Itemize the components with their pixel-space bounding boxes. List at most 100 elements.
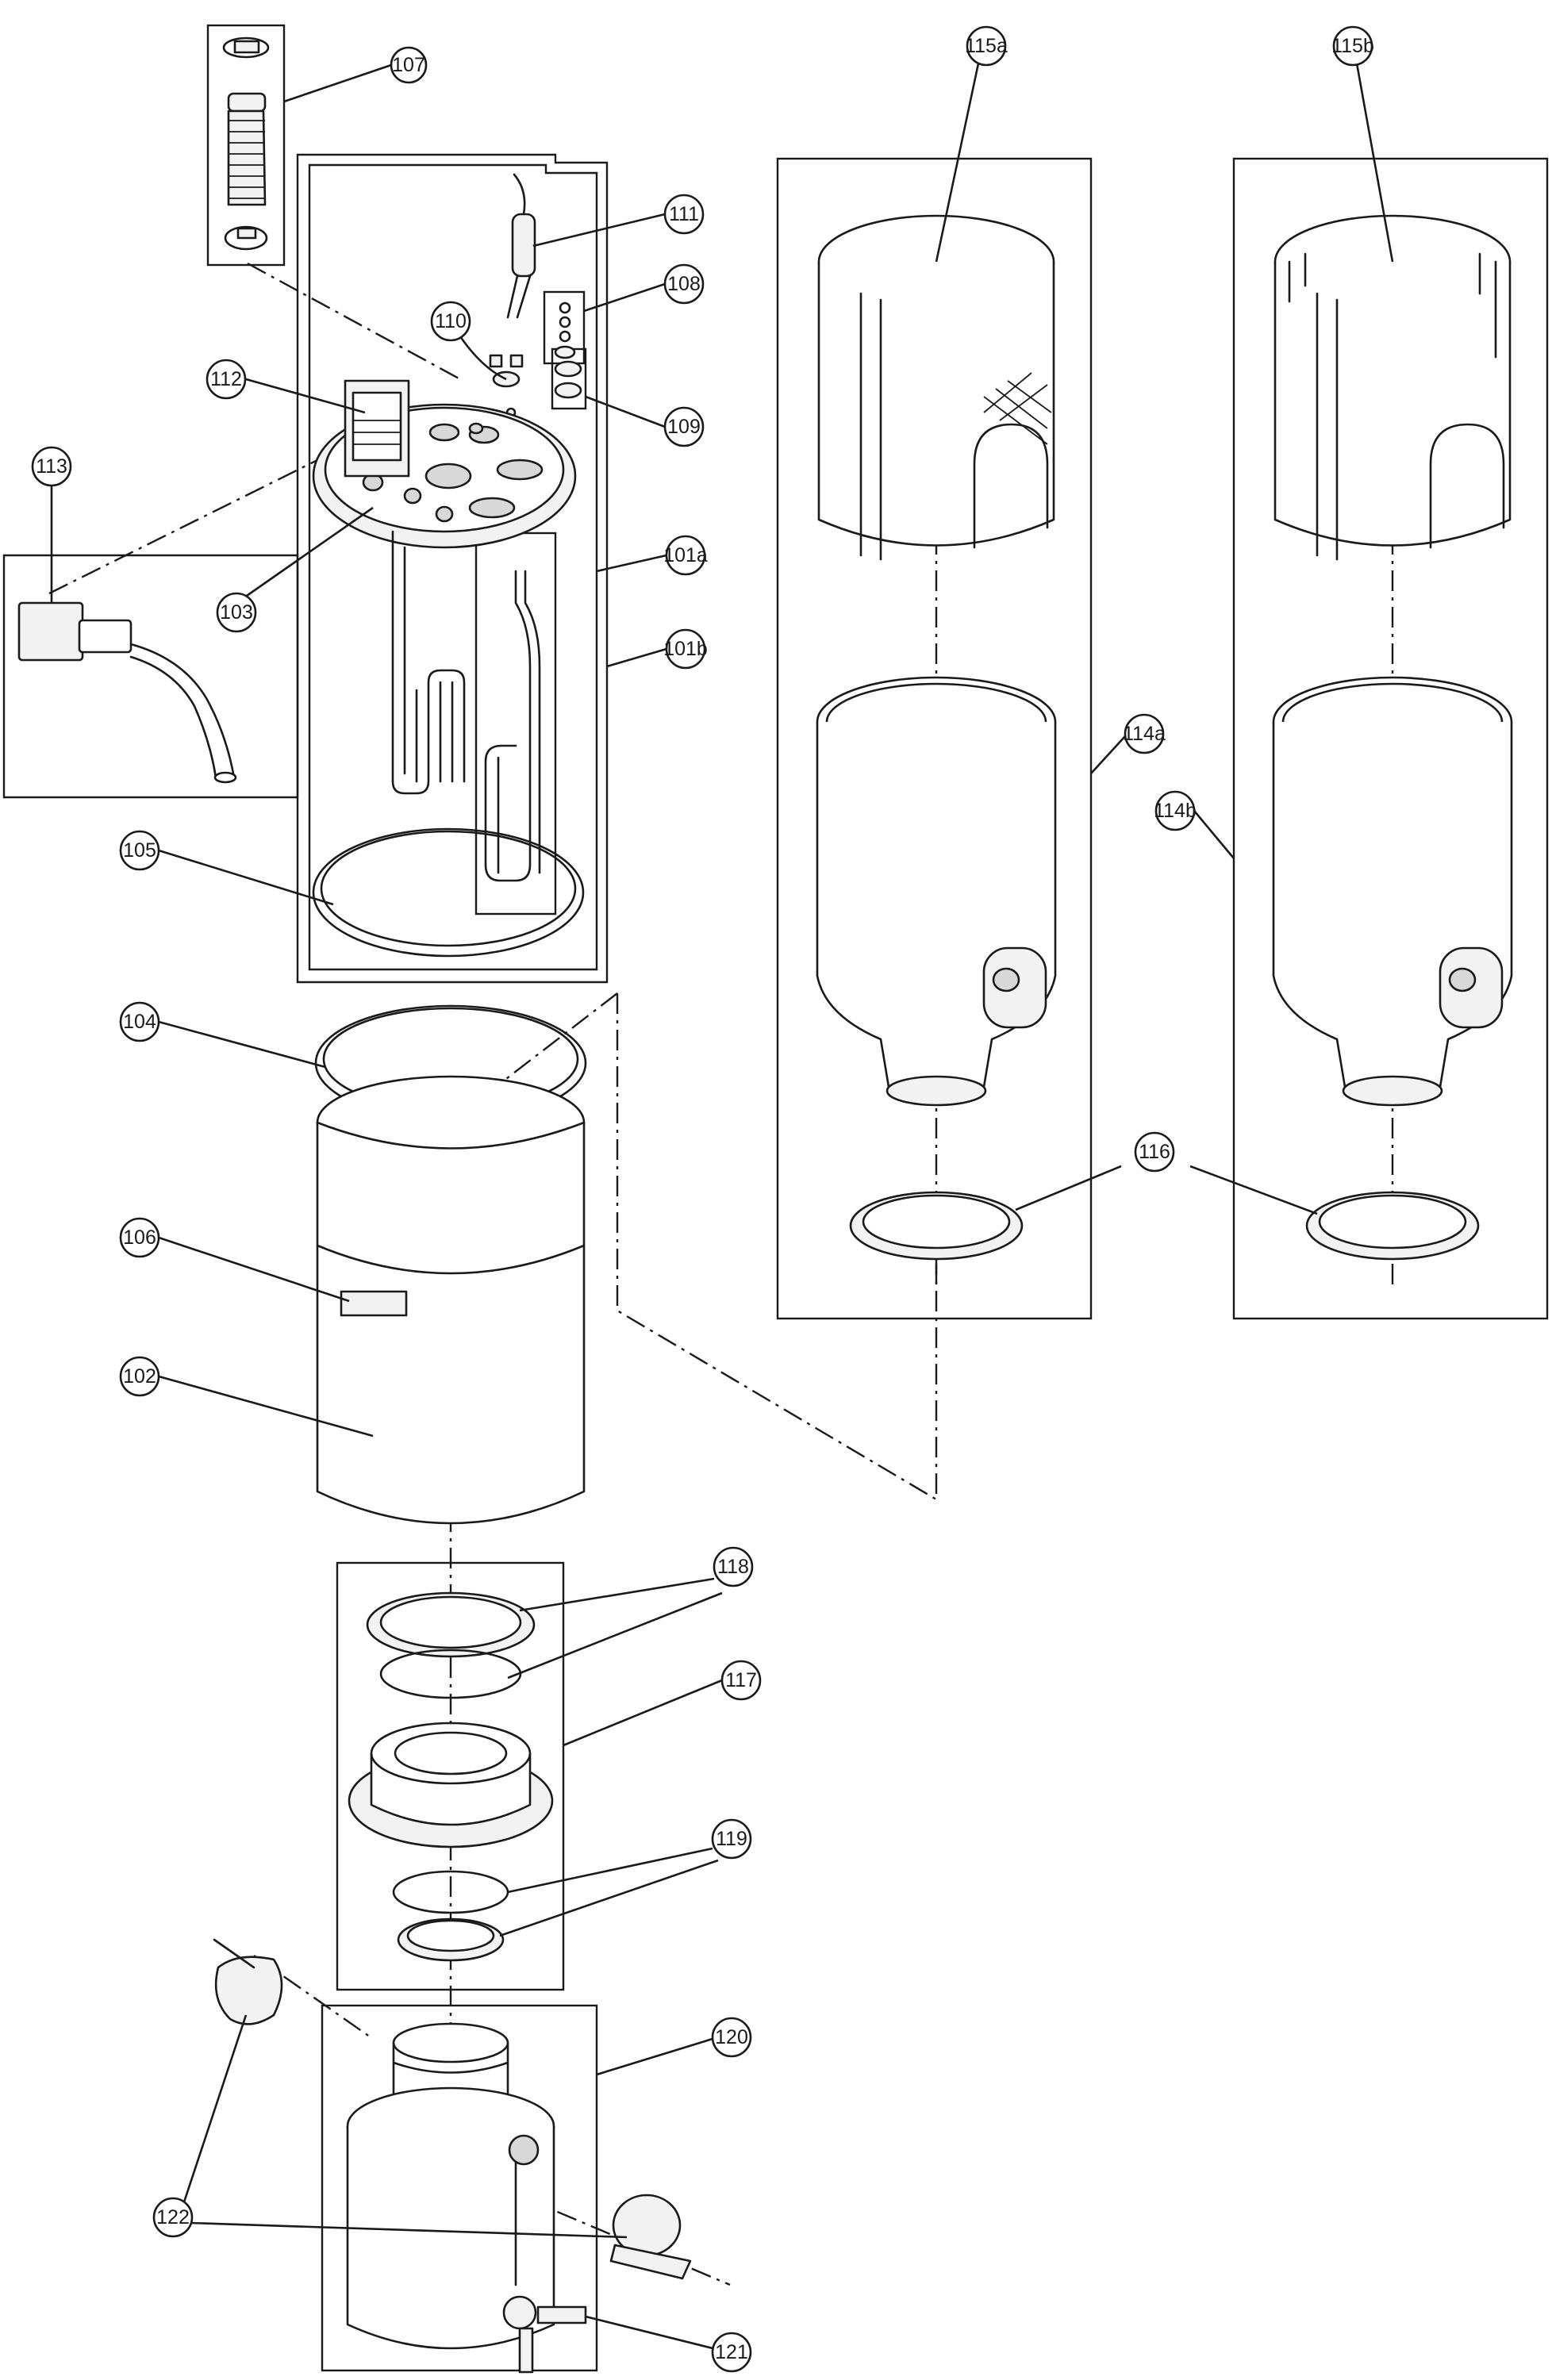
- dashline-104-116: [616, 993, 938, 1502]
- callout-119: 119: [711, 1818, 752, 1860]
- part-121-valve: [502, 2134, 587, 2374]
- callout-label: 103: [220, 601, 253, 624]
- leader-122-b: [190, 2221, 628, 2239]
- leader-117: [563, 1679, 723, 1747]
- leader-115b: [1355, 63, 1394, 263]
- leader-121: [585, 2315, 713, 2350]
- part-107-hose: [222, 36, 270, 251]
- leader-107: [283, 63, 392, 103]
- leader-105: [158, 849, 334, 906]
- callout-label: 112: [210, 368, 242, 390]
- callout-116: 116: [1134, 1131, 1175, 1173]
- part-108-fasteners: [554, 301, 576, 359]
- callout-103: 103: [216, 592, 257, 633]
- callout-label: 115b: [1331, 35, 1374, 57]
- part-114b-casing: [1272, 676, 1513, 1107]
- callout-112: 112: [206, 359, 247, 400]
- leader-122-a: [171, 2014, 248, 2236]
- callout-label: 114b: [1154, 800, 1197, 822]
- callout-label: 110: [435, 310, 467, 332]
- group-boxes: [2, 24, 1549, 2372]
- part-122-handles: [213, 1938, 692, 2280]
- callout-label: 105: [123, 839, 156, 862]
- dashline-107-112: [247, 262, 461, 381]
- box-101a: [308, 163, 598, 971]
- callout-111: 111: [663, 194, 705, 235]
- leader-lines: [50, 63, 1394, 2350]
- dashline-113: [48, 451, 334, 595]
- callout-114b: 114b: [1154, 790, 1197, 831]
- callout-label: 111: [669, 203, 699, 225]
- callout-label: 122: [156, 2206, 190, 2228]
- part-111-sensor: [506, 173, 536, 319]
- callout-label: 104: [123, 1011, 156, 1033]
- leader-106: [158, 1236, 350, 1303]
- part-114a-casing: [816, 676, 1057, 1107]
- leader-114a: [1090, 735, 1126, 774]
- callout-label: 106: [123, 1226, 156, 1249]
- callout-label: 115a: [965, 35, 1008, 57]
- callout-label: 117: [725, 1669, 757, 1691]
- box-113: [2, 554, 299, 799]
- leader-120: [596, 2037, 713, 2076]
- leader-116-right: [1189, 1165, 1318, 1215]
- callout-label: 101a: [663, 544, 708, 566]
- callout-106: 106: [119, 1217, 160, 1258]
- callout-108: 108: [663, 263, 705, 305]
- part-110-nuts: [489, 354, 524, 418]
- callout-label: 121: [715, 2341, 748, 2363]
- part-115b-insulation: [1273, 214, 1512, 561]
- leader-109: [585, 395, 666, 428]
- callout-101b: 101b: [663, 628, 708, 670]
- leader-101b: [606, 647, 667, 668]
- part-112-terminal: [344, 379, 410, 478]
- callout-113: 113: [31, 446, 72, 487]
- part-118-rings: [366, 1591, 536, 1699]
- part-119-seals: [392, 1870, 509, 1962]
- leader-101a: [596, 554, 667, 573]
- box-101b: [296, 153, 609, 984]
- callout-label: 116: [1139, 1141, 1170, 1163]
- leader-119-a: [507, 1847, 713, 1894]
- part-120-housing: [346, 2022, 555, 2350]
- callout-label: 119: [716, 1828, 747, 1850]
- box-114b: [1232, 157, 1549, 1320]
- box-114a: [776, 157, 1093, 1320]
- callout-118: 118: [713, 1546, 754, 1587]
- leader-103: [236, 506, 374, 605]
- part-102-tank: [316, 1075, 586, 1525]
- callout-120: 120: [711, 2017, 752, 2058]
- leader-111: [532, 213, 666, 248]
- leader-112: [245, 378, 366, 414]
- callout-label: 114a: [1123, 723, 1166, 745]
- leader-114b: [1193, 810, 1235, 859]
- part-heating-element: [391, 530, 541, 882]
- callout-114a: 114a: [1123, 713, 1166, 754]
- leader-115a: [935, 63, 980, 263]
- callout-label: 109: [667, 416, 701, 438]
- part-113-connector: [17, 601, 237, 784]
- callout-115b: 115b: [1331, 25, 1374, 67]
- callout-110: 110: [430, 301, 471, 342]
- callout-label: 101b: [663, 638, 708, 660]
- leader-116-left: [1015, 1165, 1122, 1211]
- box-120: [321, 2004, 598, 2372]
- callout-122: 122: [152, 2197, 194, 2238]
- callout-label: 118: [717, 1556, 749, 1578]
- part-115a-insulation: [817, 214, 1055, 561]
- leader-118-b: [507, 1591, 723, 1679]
- part-109-gaskets: [554, 360, 582, 399]
- callout-101a: 101a: [663, 535, 708, 576]
- callout-117: 117: [720, 1660, 762, 1701]
- dashline-122-left: [253, 1955, 374, 2040]
- box-107: [206, 24, 286, 267]
- leader-102: [158, 1375, 374, 1438]
- leader-108: [583, 282, 666, 313]
- part-105-oring: [312, 827, 585, 958]
- part-116-rings: [849, 1191, 1480, 1261]
- callout-105: 105: [119, 830, 160, 871]
- leader-118-a: [519, 1577, 715, 1612]
- callout-label: 120: [715, 2026, 748, 2048]
- callout-102: 102: [119, 1356, 160, 1397]
